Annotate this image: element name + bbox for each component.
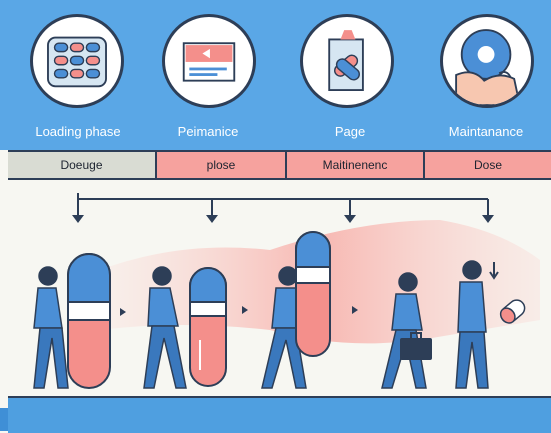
row-cell-2-text: plose xyxy=(206,158,236,172)
timeline xyxy=(72,193,494,223)
row-cell-1-text: Doeuge xyxy=(60,158,103,172)
timeline-arrow-1 xyxy=(72,199,84,223)
person-5 xyxy=(455,260,489,389)
timeline-arrow-3 xyxy=(344,199,356,223)
phase-icon-page xyxy=(300,14,394,108)
phase-label-3: Page xyxy=(334,124,366,139)
capsule-3 xyxy=(295,231,331,357)
phase-label-2: Peimanice xyxy=(177,124,239,139)
row-cell-1: Doeuge xyxy=(8,152,155,178)
phase-table-row: Doeuge plose Maitinenenc Dose xyxy=(8,150,551,180)
hand-pill-icon xyxy=(499,299,526,324)
timeline-arrow-2 xyxy=(206,199,218,223)
row-cell-2: plose xyxy=(155,152,285,178)
row-cell-3: Maitinenenc xyxy=(285,152,423,178)
phase-icon-maintanance xyxy=(440,14,534,108)
floor-platform xyxy=(8,396,551,433)
arrow-left-icon xyxy=(120,308,126,316)
phase-icon-loading xyxy=(30,14,124,108)
row-cell-3-text: Maitinenenc xyxy=(322,158,388,172)
person-2 xyxy=(143,266,187,389)
person-1 xyxy=(33,266,69,389)
arrow-right-icon-2 xyxy=(352,306,358,314)
arrow-right-icon-1 xyxy=(242,306,248,314)
timeline-arrow-4 xyxy=(482,199,494,223)
row-cell-4-text: Dose xyxy=(473,158,502,172)
person-4 xyxy=(381,272,427,389)
pill-pack-icon xyxy=(328,30,364,91)
phase-icon-peimanice xyxy=(162,14,256,108)
hand-disc-icon xyxy=(455,29,521,105)
row-cell-4: Dose xyxy=(423,152,551,178)
person-3 xyxy=(261,266,307,389)
document-screen-icon xyxy=(182,42,236,82)
phase-label-1: Loading phase xyxy=(35,124,121,139)
arrow-down-icon xyxy=(489,262,499,280)
patient-scene xyxy=(33,231,526,389)
phase-label-4: Maintanance xyxy=(448,124,524,139)
briefcase-icon xyxy=(400,332,432,360)
capsule-2 xyxy=(189,267,227,387)
pill-blister-icon xyxy=(47,36,107,88)
capsule-1 xyxy=(67,253,111,389)
